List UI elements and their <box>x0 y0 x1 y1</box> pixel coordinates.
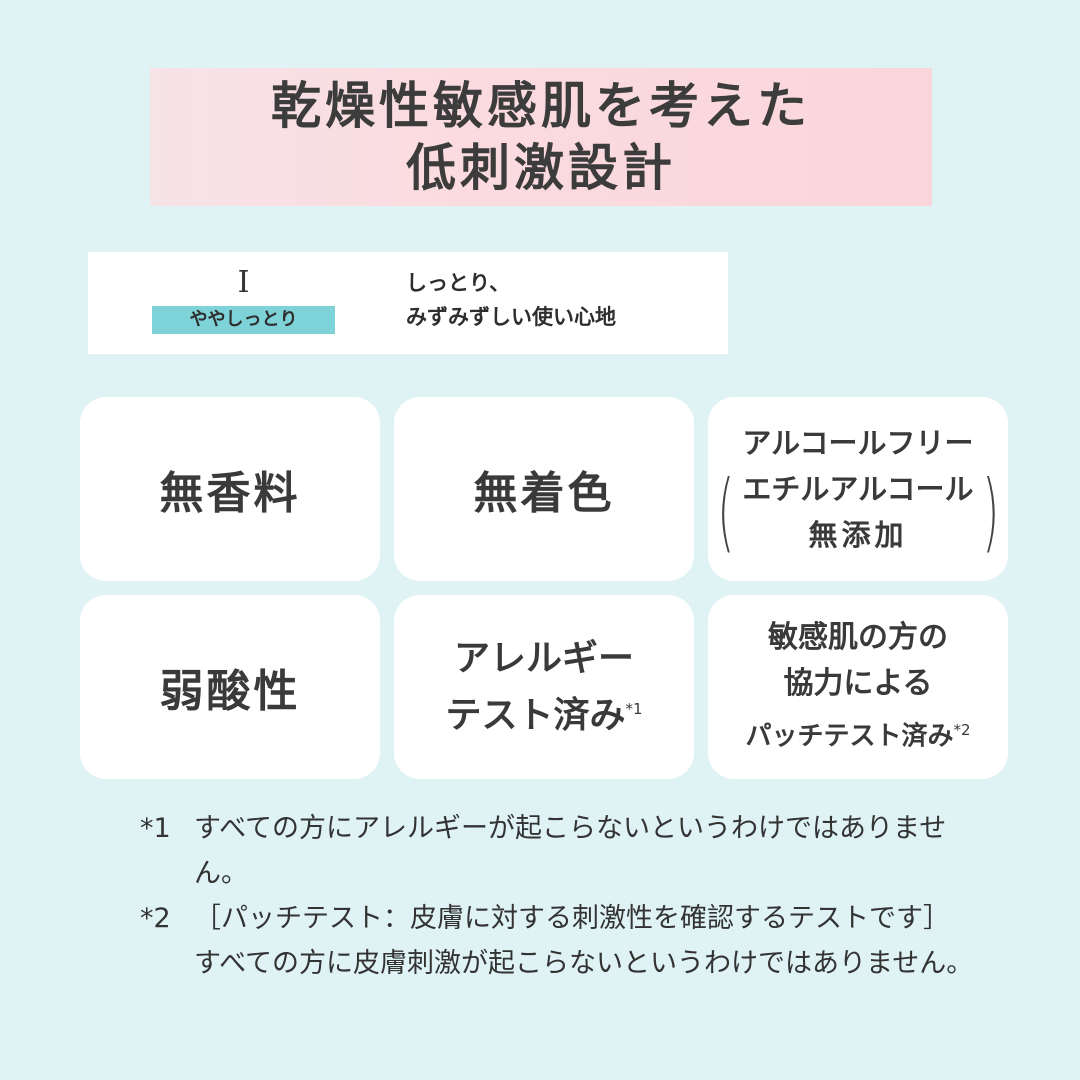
feature-paren-content: エチルアルコール 無添加 <box>742 466 973 558</box>
feature-label: 無香料 <box>159 468 301 519</box>
feature-label-text: テスト済み <box>445 694 626 736</box>
feature-label-line-1: アレルギー <box>453 637 634 679</box>
feature-label-group: アレルギー テスト済み*1 <box>445 634 642 741</box>
footnotes: *1 すべての方にアレルギーが起こらないというわけではありません。 *2 ［パッ… <box>140 806 1020 986</box>
moisture-badge: ややしっとり <box>152 306 335 334</box>
feature-paren-group: ( エチルアルコール 無添加 ) <box>709 466 1007 558</box>
title-banner: 乾燥性敏感肌を考えた 低刺激設計 <box>150 68 932 206</box>
moisture-panel <box>88 252 728 354</box>
footnote-ref-2: *2 <box>953 720 971 739</box>
moisture-level: I <box>237 265 250 300</box>
feature-label-line-2: エチルアルコール <box>742 472 974 506</box>
feature-card-patch-tested: 敏感肌の方の 協力による パッチテスト済み*2 <box>708 595 1008 779</box>
feature-card-color-free: 無着色 <box>394 397 694 581</box>
footnote-ref-1: *1 <box>625 699 643 718</box>
feature-label-line-2: 協力による <box>783 665 933 701</box>
feature-label-group: アルコールフリー ( エチルアルコール 無添加 ) <box>709 420 1007 558</box>
footnote-mark: *1 <box>140 813 171 844</box>
feature-card-alcohol-free: アルコールフリー ( エチルアルコール 無添加 ) <box>708 397 1008 581</box>
paren-close: ) <box>981 462 999 562</box>
feature-label-line-2: テスト済み*1 <box>445 684 642 741</box>
title-line-2: 低刺激設計 <box>406 139 676 197</box>
feature-label-text: パッチテスト済み <box>745 721 954 752</box>
feature-label-group: 敏感肌の方の 協力による パッチテスト済み*2 <box>745 615 970 760</box>
feature-label-line-3: 無添加 <box>808 518 908 552</box>
title-line-1: 乾燥性敏感肌を考えた <box>271 77 811 135</box>
feature-label: 弱酸性 <box>159 666 301 717</box>
moisture-desc-line-1: しっとり、 <box>406 271 511 295</box>
feature-card-fragrance-free: 無香料 <box>80 397 380 581</box>
footnote-text: すべての方にアレルギーが起こらないというわけではありません。 <box>194 813 947 889</box>
footnote-text: ［パッチテスト：皮膚に対する刺激性を確認するテストです］すべての方に皮膚刺激が起… <box>194 903 974 979</box>
feature-label: 無着色 <box>473 468 615 519</box>
feature-card-allergy-tested: アレルギー テスト済み*1 <box>394 595 694 779</box>
footnote-1: *1 すべての方にアレルギーが起こらないというわけではありません。 <box>140 806 1020 896</box>
moisture-desc-line-2: みずみずしい使い心地 <box>406 305 616 329</box>
feature-card-weak-acid: 弱酸性 <box>80 595 380 779</box>
feature-label-line-1: 敏感肌の方の <box>768 619 948 655</box>
footnote-mark: *2 <box>140 903 171 934</box>
footnote-2: *2 ［パッチテスト：皮膚に対する刺激性を確認するテストです］すべての方に皮膚刺… <box>140 896 1020 986</box>
moisture-description: しっとり、 みずみずしい使い心地 <box>406 266 616 334</box>
paren-open: ( <box>717 462 735 562</box>
feature-label-line-3: パッチテスト済み*2 <box>745 707 970 760</box>
feature-label-line-1: アルコールフリー <box>742 426 974 460</box>
